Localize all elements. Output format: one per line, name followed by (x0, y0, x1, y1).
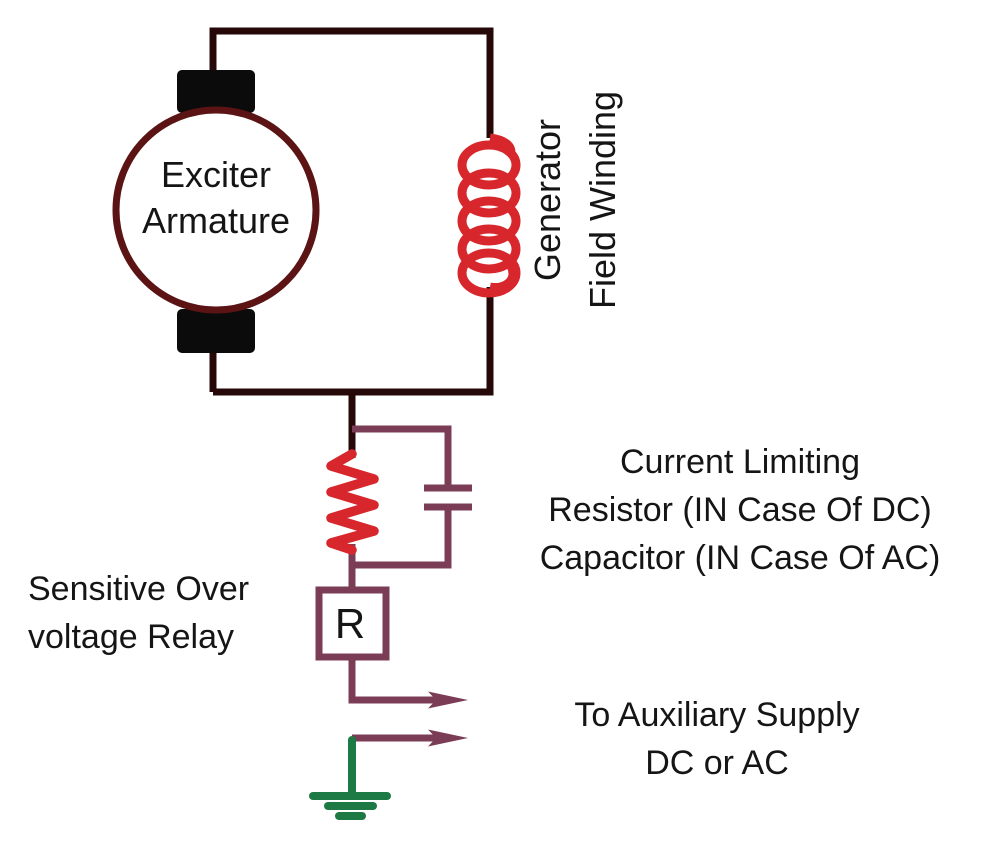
field-winding-coil-icon (457, 133, 521, 298)
generator-field-winding-label-line1: Generator (527, 118, 568, 282)
exciter-armature-label-line2: Armature (141, 200, 291, 241)
current-limiting-label-line3: Capacitor (IN Case Of AC) (539, 539, 941, 577)
coil-loop (457, 140, 521, 190)
sensitive-overvoltage-relay-label-line2: voltage Relay (28, 618, 235, 656)
current-limiting-label-line2: Resistor (IN Case Of DC) (548, 491, 932, 529)
arrow-right-icon (428, 729, 468, 747)
wire-bottom-loop (213, 287, 494, 396)
brush-bottom (177, 309, 255, 353)
resistor-zigzag-icon (326, 449, 379, 555)
wire-capacitor-branch-top (352, 425, 452, 486)
coil-loop (457, 196, 521, 246)
wire-relay-to-arrow (348, 657, 442, 704)
brush-top (177, 70, 255, 113)
wire-capacitor-branch-bottom (352, 509, 452, 569)
generator-field-winding-label: Generator Field Winding (520, 40, 630, 360)
auxiliary-supply-label-line2: DC or AC (645, 744, 789, 782)
current-limiting-label: Current Limiting Resistor (IN Case Of DC… (490, 438, 989, 582)
auxiliary-supply-label: To Auxiliary Supply DC or AC (477, 691, 957, 787)
arrow-right-icon (428, 691, 468, 709)
exciter-armature-label: Exciter Armature (66, 152, 366, 244)
sensitive-overvoltage-relay-label-line1: Sensitive Over (28, 570, 250, 608)
armature-circle-fill (116, 110, 316, 310)
coil-hook-bottom (489, 263, 518, 293)
exciter-armature-label-line1: Exciter (160, 154, 272, 195)
auxiliary-supply-label-line1: To Auxiliary Supply (574, 696, 860, 734)
relay-box (315, 586, 390, 661)
current-limiting-label-line1: Current Limiting (620, 443, 860, 481)
relay-symbol-label: R (335, 600, 365, 647)
generator-field-winding-label-line2: Field Winding (582, 90, 623, 310)
armature-circle-ring (112, 106, 320, 314)
coil-loop (457, 168, 521, 218)
sensitive-overvoltage-relay-label: Sensitive Over voltage Relay (28, 565, 328, 661)
coil-loop (457, 224, 521, 274)
